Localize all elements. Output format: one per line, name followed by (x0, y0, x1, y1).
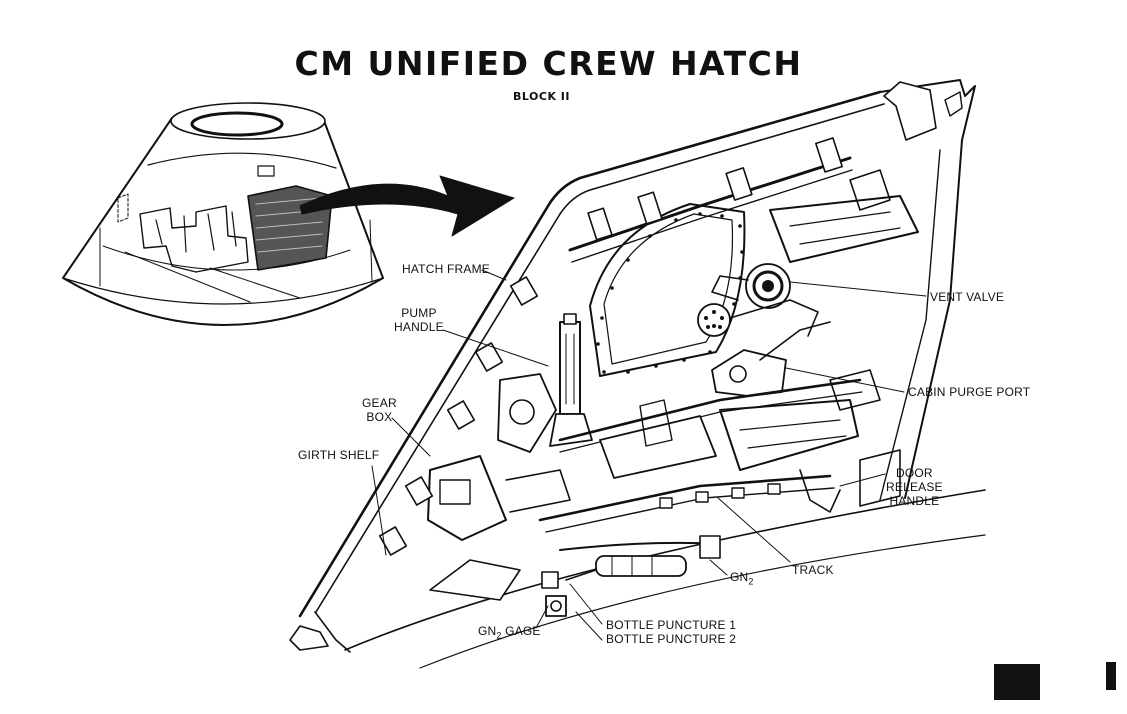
label-cabin-purge-port: CABIN PURGE PORT (908, 385, 1031, 399)
corner-stamp-left (994, 664, 1040, 700)
label-gn2-gage: GN2 GAGE (478, 624, 541, 641)
diagram-title: CM UNIFIED CREW HATCH (294, 44, 803, 83)
label-bottle-puncture: BOTTLE PUNCTURE 1 BOTTLE PUNCTURE 2 (606, 618, 737, 646)
hatch-assembly (289, 79, 986, 669)
label-girth-shelf: GIRTH SHELF (298, 448, 380, 462)
label-gear-box: GEAR BOX (362, 396, 397, 424)
pointer-arrow (299, 175, 515, 237)
leader-lines (371, 269, 927, 641)
label-gn2: GN2 (730, 570, 754, 587)
label-track: TRACK (792, 563, 834, 577)
label-pump-handle: PUMP HANDLE (394, 306, 444, 334)
label-door-release-handle: DOOR RELEASE HANDLE (886, 466, 943, 508)
label-vent-valve: VENT VALVE (930, 290, 1005, 304)
command-module-inset (62, 102, 384, 326)
diagram-subtitle: BLOCK II (513, 90, 570, 103)
corner-stamp-right (1106, 662, 1116, 690)
label-hatch-frame: HATCH FRAME (402, 262, 490, 276)
